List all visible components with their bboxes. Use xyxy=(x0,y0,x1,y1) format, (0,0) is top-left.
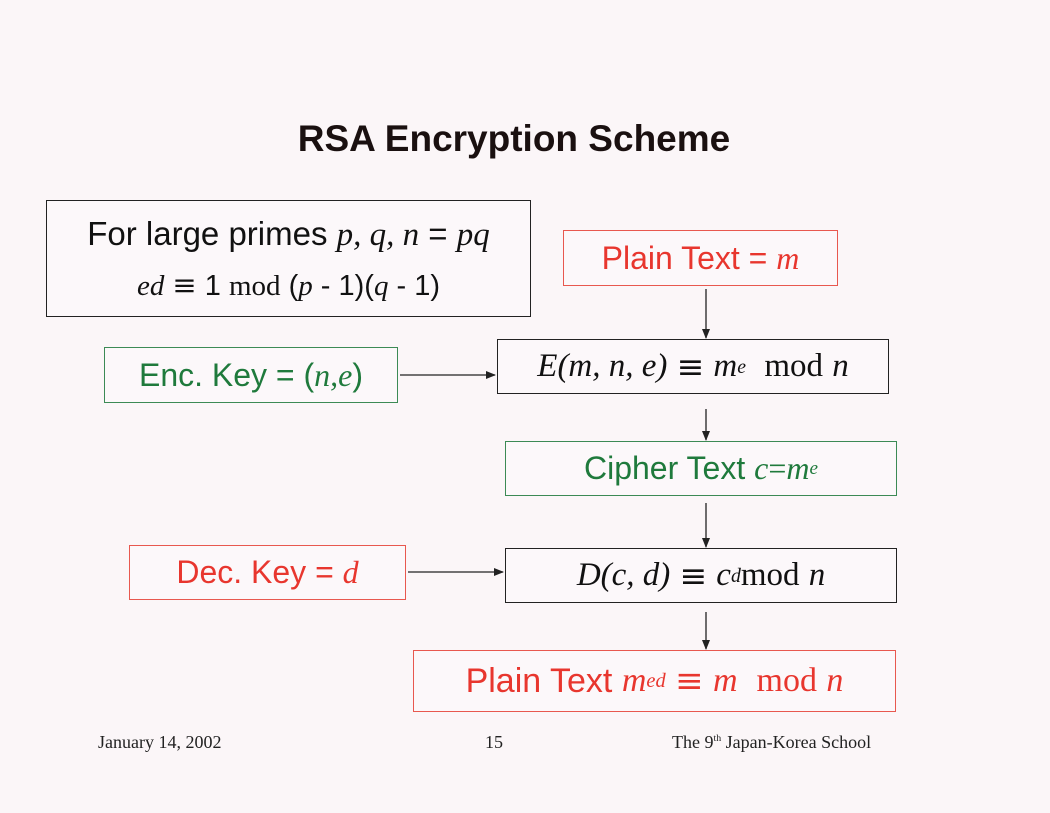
enc-key-var: n,e xyxy=(314,356,353,393)
cipher-base: m xyxy=(786,450,810,486)
enc-key-close: ) xyxy=(352,356,364,393)
enc-fn-base: m xyxy=(713,348,738,384)
cipher-label: Cipher Text xyxy=(583,450,746,486)
congruent-symbol: ≡ xyxy=(172,267,197,302)
premise-open: ( xyxy=(280,269,299,302)
dec-key-label: Dec. Key = xyxy=(176,554,334,590)
footer-event-prefix: The 9 xyxy=(672,732,714,752)
dec-fn-name: D xyxy=(576,557,601,593)
plain-out-base: m xyxy=(621,662,647,699)
premise-one: 1 xyxy=(196,269,229,302)
premise-ed: ed xyxy=(136,269,165,302)
slide-title: RSA Encryption Scheme xyxy=(297,118,731,159)
plain-text-label: Plain Text = xyxy=(601,239,768,276)
premise-line-2: ed ≡ 1 mod (p - 1)(q - 1) xyxy=(137,268,440,303)
premise-minus-2: - 1) xyxy=(388,269,441,302)
premise-line-1: For large primes p, q, n = pq xyxy=(87,215,490,254)
premise-equals: = xyxy=(419,214,457,252)
congruent-symbol: ≡ xyxy=(676,347,705,386)
enc-fn-modulus: n xyxy=(832,348,849,384)
premise-mod: mod xyxy=(228,269,281,302)
dec-fn-mod: mod xyxy=(740,557,800,593)
premise-vars: p, q, n xyxy=(336,216,420,253)
footer-event-suffix: Japan-Korea School xyxy=(721,732,872,752)
premise-p: p xyxy=(298,269,313,302)
dec-key-var: d xyxy=(342,554,359,590)
dec-fn-base: c xyxy=(716,557,731,593)
footer-page-number: 15 xyxy=(485,732,503,752)
premise-q: q xyxy=(373,269,389,302)
plain-out-result: m xyxy=(713,662,738,699)
footer-date: January 14, 2002 xyxy=(98,732,222,752)
premise-pq: pq xyxy=(456,216,490,253)
enc-key-label: Enc. Key = ( xyxy=(138,356,315,393)
footer-event-ordinal: th xyxy=(713,733,722,744)
plain-text-input-box: Plain Text = m xyxy=(563,230,838,286)
premise-text: For large primes xyxy=(87,214,337,252)
plain-text-var: m xyxy=(776,239,800,276)
decryption-key-box: Dec. Key = d xyxy=(129,545,406,600)
dec-fn-modulus: n xyxy=(808,557,826,593)
dec-fn-args: (c, d) xyxy=(600,557,671,593)
enc-fn-args: (m, n, e) xyxy=(557,348,668,384)
premise-minus-1: - 1)( xyxy=(312,269,374,302)
cipher-eq: = xyxy=(768,450,787,486)
plain-out-label: Plain Text xyxy=(465,661,613,700)
cipher-var: c xyxy=(754,450,769,486)
footer-event: The 9th Japan-Korea School xyxy=(672,732,871,753)
congruent-symbol: ≡ xyxy=(675,661,704,701)
premise-box: For large primes p, q, n = pq ed ≡ 1 mod… xyxy=(46,200,531,317)
encryption-key-box: Enc. Key = (n,e) xyxy=(104,347,398,403)
enc-fn-name: E xyxy=(537,348,558,384)
plain-out-modulus: n xyxy=(826,662,844,699)
enc-fn-mod: mod xyxy=(764,348,824,384)
congruent-symbol: ≡ xyxy=(679,556,708,595)
plain-out-mod: mod xyxy=(756,662,817,699)
